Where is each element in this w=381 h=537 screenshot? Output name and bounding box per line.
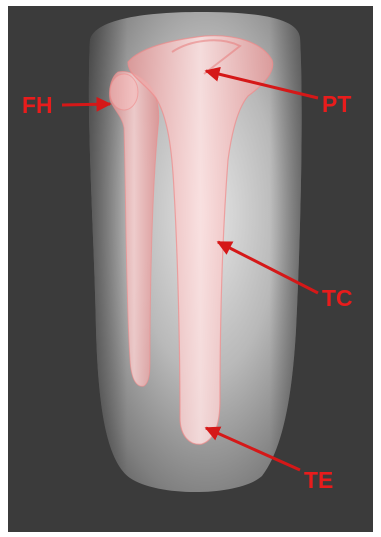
fibular-head xyxy=(110,74,138,110)
label-te: TE xyxy=(304,467,333,493)
label-tc: TC xyxy=(322,285,353,311)
label-pt: PT xyxy=(322,91,351,117)
label-fh: FH xyxy=(22,92,53,118)
fh-arrow xyxy=(62,104,110,105)
